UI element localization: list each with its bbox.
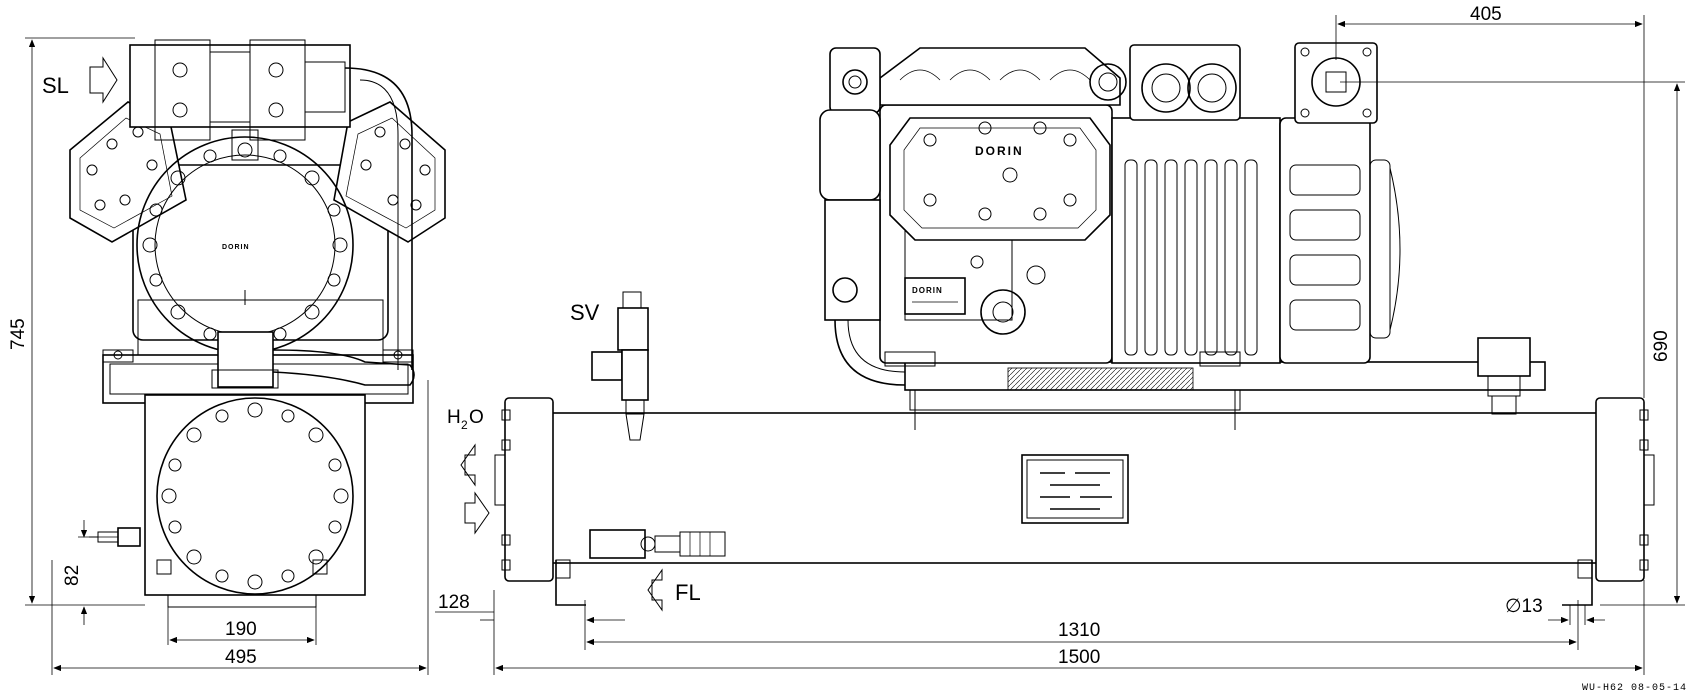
- fluid-arrow: [647, 568, 663, 612]
- front-view: DORIN: [69, 39, 446, 608]
- dim-690: 690: [1651, 330, 1672, 362]
- motor-fins: [1124, 159, 1258, 356]
- motor-logo: DORIN: [222, 244, 250, 251]
- drawing-reference: WU-H62 08-05-14: [1582, 683, 1687, 694]
- dim-82: 82: [62, 565, 83, 586]
- label-h2o-h: H: [447, 407, 461, 428]
- dim-128: 128: [438, 592, 470, 613]
- label-h2o-o: O: [469, 407, 484, 428]
- label-fl: FL: [675, 580, 701, 605]
- dim-190: 190: [225, 619, 257, 640]
- water-in-arrow: [464, 491, 490, 535]
- flange-bolts: [501, 409, 1649, 571]
- dim-1310: 1310: [1058, 620, 1100, 641]
- plate-brand: DORIN: [912, 286, 943, 295]
- dim-405: 405: [1470, 4, 1502, 25]
- head-brand: DORIN: [975, 144, 1024, 158]
- label-h2o-sub: 2: [461, 418, 468, 432]
- front-head-bolts: [923, 121, 1077, 221]
- label-sv: SV: [570, 300, 600, 325]
- end-cover-bolts: [161, 402, 349, 590]
- flow-arrows: [89, 56, 663, 612]
- dimension-values: 405 745 690 82 190 495 128 1310 1500 ∅13: [8, 4, 1672, 668]
- water-out-arrow: [460, 443, 476, 487]
- suction-arrow: [89, 56, 118, 104]
- motor-cover-bolts: [142, 142, 348, 348]
- side-view: DORIN DORIN: [494, 42, 1655, 606]
- dim-1500: 1500: [1058, 647, 1100, 668]
- dim-13: ∅13: [1505, 596, 1543, 617]
- rear-bolts: [1289, 164, 1361, 331]
- dimension-lines: [25, 15, 1685, 675]
- nameplate-lines: [1040, 472, 1112, 510]
- dim-495: 495: [225, 647, 257, 668]
- label-sl: SL: [42, 73, 69, 98]
- dim-745: 745: [8, 318, 29, 350]
